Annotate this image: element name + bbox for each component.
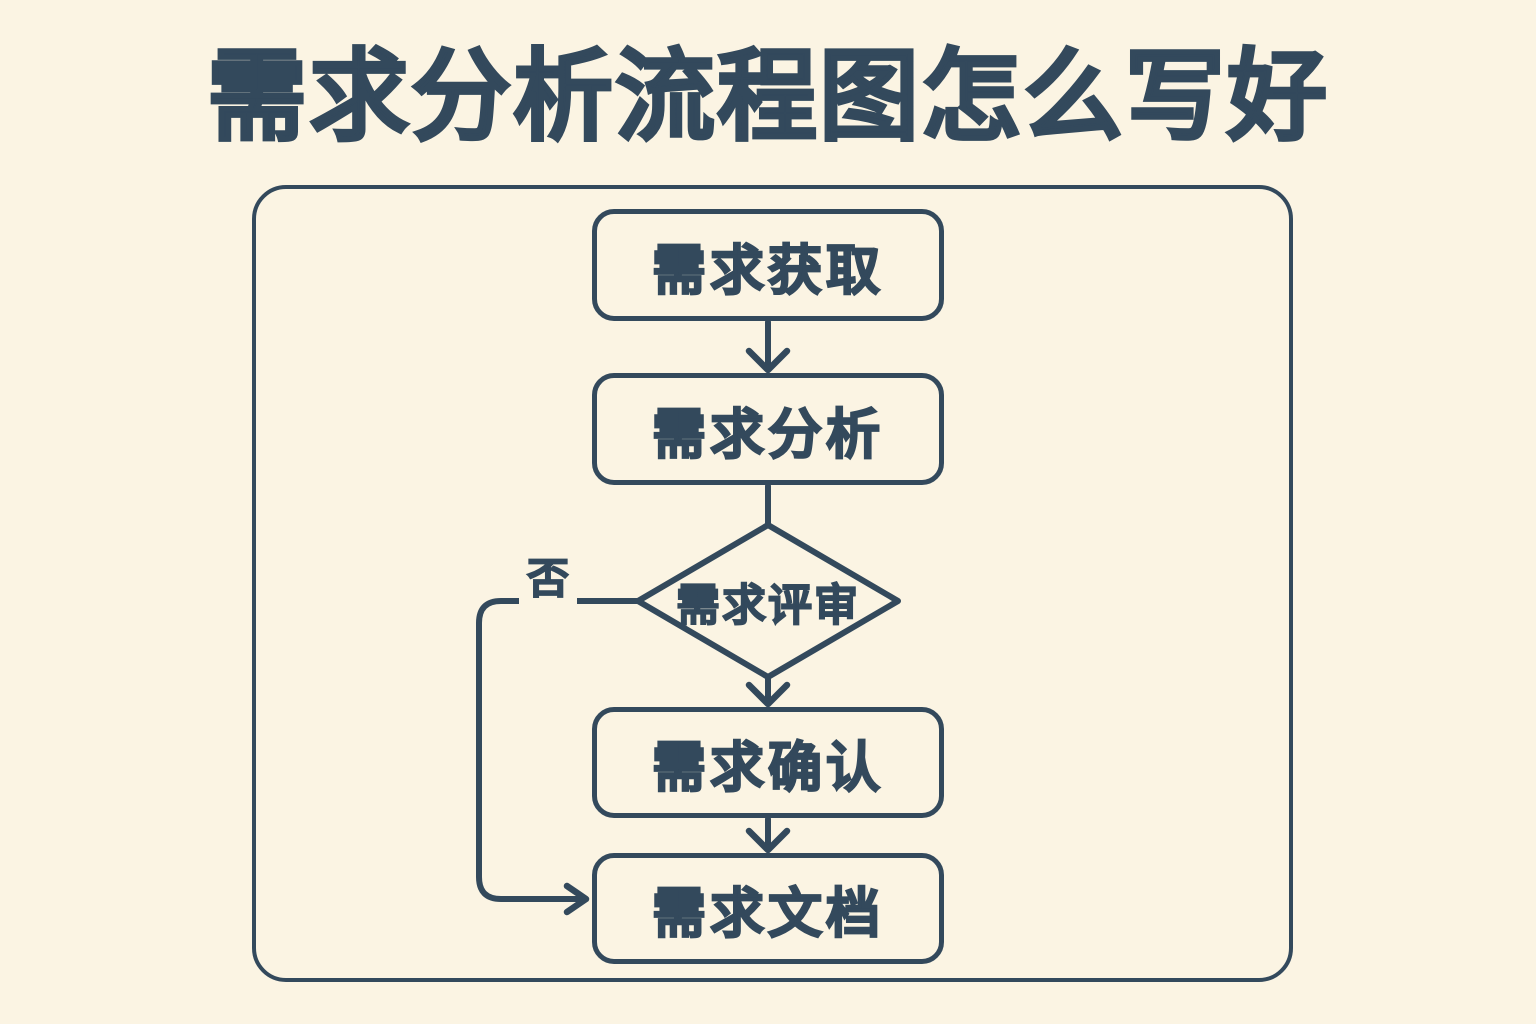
flow-node-requirements-confirmation: 需求确认 — [592, 707, 944, 818]
flow-node-requirements-analysis: 需求分析 — [592, 373, 944, 485]
edge-label-no: 否 — [519, 554, 578, 604]
page-title: 需求分析流程图怎么写好 — [206, 40, 1329, 155]
arrow-down-icon — [745, 827, 791, 854]
arrow-down-icon — [745, 347, 791, 374]
arrow-right-icon — [563, 882, 590, 916]
flowchart-frame — [252, 185, 1293, 982]
flow-node-requirements-acquisition: 需求获取 — [592, 209, 944, 321]
flow-node-requirements-review-label: 需求评审 — [675, 580, 860, 631]
flow-node-requirements-document: 需求文档 — [592, 853, 944, 964]
arrow-down-icon — [745, 681, 791, 708]
edge-review-no-to-document — [476, 598, 641, 902]
